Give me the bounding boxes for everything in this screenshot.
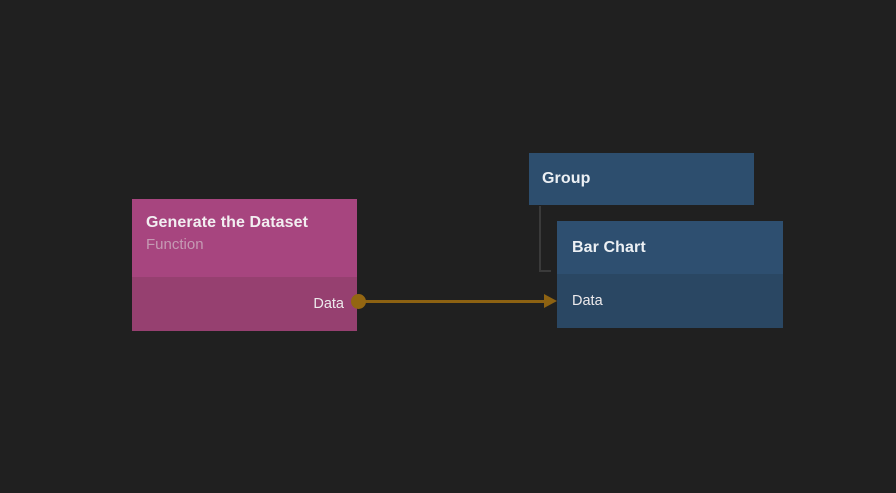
node-generate-dataset-header[interactable]: Generate the Dataset Function [132, 199, 357, 277]
node-bar-chart-header[interactable]: Bar Chart [557, 221, 783, 274]
connection-arrowhead-icon [544, 294, 557, 308]
group-hierarchy-line-vertical [539, 206, 541, 272]
output-port-dot[interactable] [351, 294, 366, 309]
input-port-label: Data [572, 293, 603, 309]
node-group[interactable]: Group [529, 153, 754, 205]
node-generate-dataset-body: Data [132, 277, 357, 331]
node-title: Bar Chart [572, 238, 646, 256]
node-subtitle: Function [146, 236, 204, 253]
connection-edge[interactable] [358, 300, 546, 303]
node-bar-chart[interactable]: Bar Chart Data [557, 221, 783, 328]
node-generate-dataset[interactable]: Generate the Dataset Function Data [132, 199, 357, 331]
node-title: Group [542, 170, 591, 187]
node-bar-chart-body: Data [557, 274, 783, 328]
node-title: Generate the Dataset [146, 214, 309, 231]
group-hierarchy-line-horizontal [539, 270, 551, 272]
output-port-label: Data [313, 296, 344, 312]
